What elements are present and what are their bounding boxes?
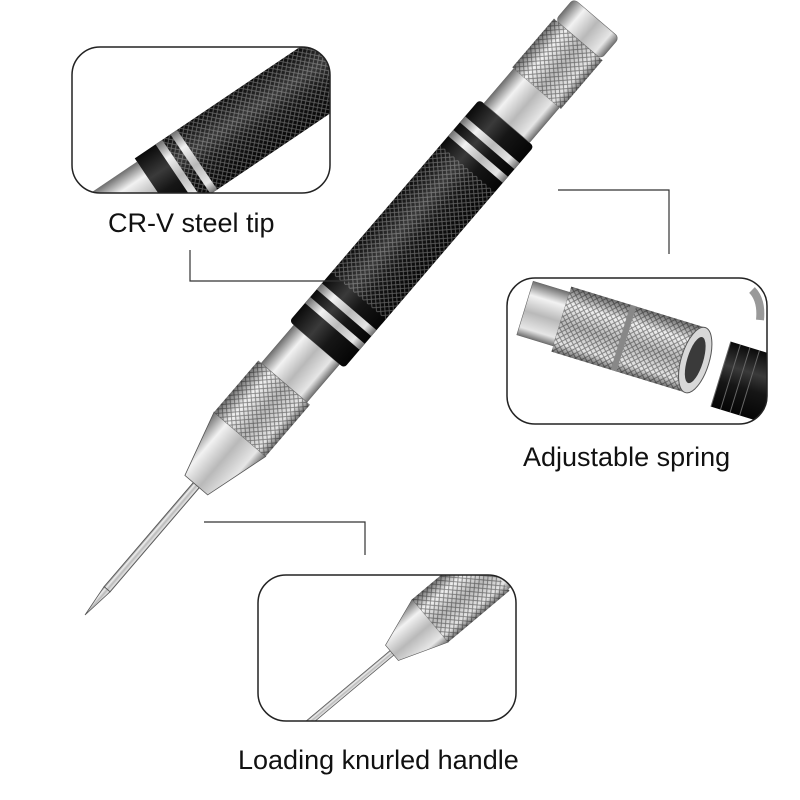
leader-line-tip	[189, 250, 352, 282]
center-punch	[84, 0, 618, 616]
grip-ring	[316, 283, 377, 337]
leader-lines	[189, 189, 670, 555]
detail-panel-spring	[506, 277, 768, 425]
detail-panel-handle	[257, 574, 517, 722]
end-cap	[557, 0, 618, 58]
label-knurled-handle: Loading knurled handle	[238, 745, 519, 775]
leader-line-handle	[204, 521, 366, 555]
label-adjustable-spring: Adjustable spring	[523, 442, 731, 472]
label-steel-tip: CR-V steel tip	[108, 208, 275, 238]
grip-ring	[304, 296, 365, 350]
needle-tip	[84, 585, 111, 616]
grip-ring	[459, 116, 520, 170]
leader-line-spring	[558, 189, 670, 254]
grip-ring	[448, 129, 509, 183]
detail-panel-tip	[71, 46, 331, 194]
needle-shaft	[103, 481, 200, 593]
